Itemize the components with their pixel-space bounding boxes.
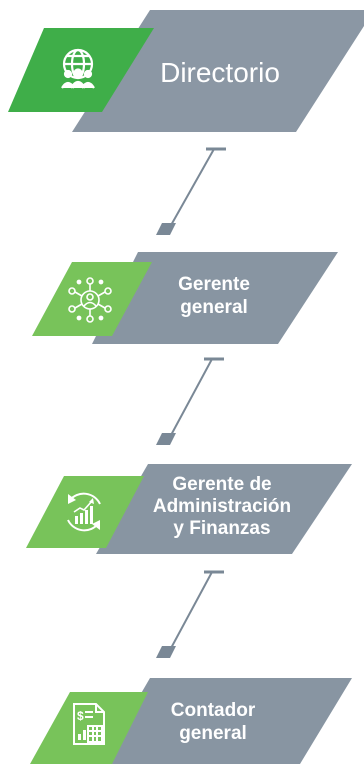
node-label: Directorio [160,57,280,88]
node-label: Gerente general [178,274,250,318]
connector-2 [156,357,224,445]
node-background [32,252,338,344]
node-gerente-general: Gerente general [0,250,364,346]
node-label: Gerente de Administración y Finanzas [152,474,292,539]
connector-3 [156,570,224,658]
accounting-document-icon: $ [66,700,114,748]
network-person-icon [66,276,114,324]
globe-people-icon [54,44,102,92]
node-directorio: Directorio [0,0,364,140]
node-contador-general: $ Contador general [0,676,364,764]
node-gerente-administracion: Gerente de Administración y Finanzas [0,462,364,558]
svg-text:$: $ [77,709,84,723]
connector-1 [156,147,226,235]
node-label: Contador general [170,700,256,744]
growth-chart-icon [60,488,108,536]
